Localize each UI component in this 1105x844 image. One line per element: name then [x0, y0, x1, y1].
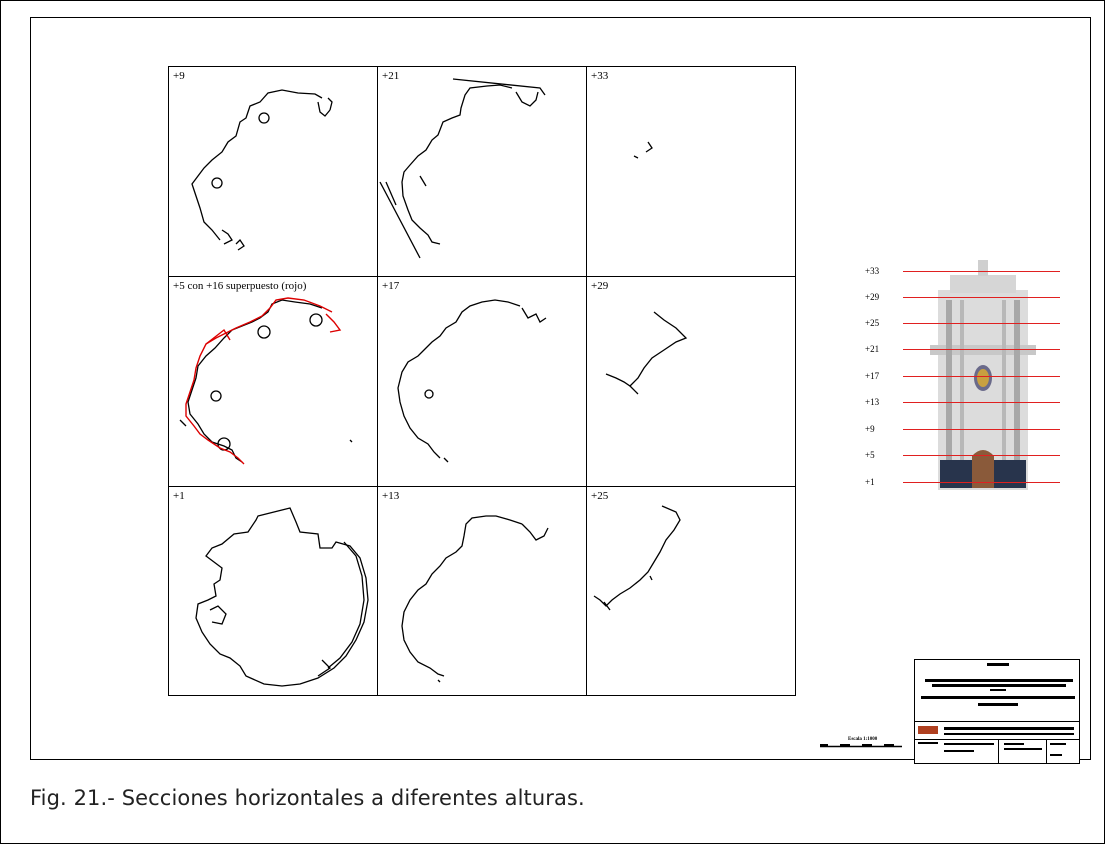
level-label-plus29: +29	[865, 292, 880, 302]
elevation-level-lines	[903, 271, 1060, 483]
section-plus33	[633, 141, 653, 159]
section-plus16-overlay	[185, 297, 342, 465]
section-grid	[168, 66, 796, 696]
cell-label-plus21: +21	[382, 70, 399, 82]
cell-label-plus17: +17	[382, 280, 400, 292]
cell-label-plus33: +33	[591, 70, 609, 82]
level-label-plus9: +9	[865, 424, 875, 434]
level-label-plus25: +25	[865, 318, 880, 328]
cell-label-plus1: +1	[173, 490, 185, 502]
figure-caption: Fig. 21.- Secciones horizontales a difer…	[30, 786, 585, 810]
cell-label-plus29: +29	[591, 280, 609, 292]
cell-label-plus9: +9	[173, 70, 185, 82]
drawing-sheet	[30, 17, 1091, 760]
section-plus21	[379, 78, 546, 259]
section-plus25	[593, 505, 681, 611]
level-label-plus33: +33	[865, 266, 880, 276]
level-label-plus1: +1	[865, 477, 875, 487]
section-plus9	[191, 89, 333, 251]
level-label-plus17: +17	[865, 371, 880, 381]
section-plus17	[397, 299, 547, 463]
cell-label-plus5-overlay: +5 con +16 superpuesto (rojo)	[173, 280, 307, 292]
title-block	[914, 659, 1080, 764]
section-plus1	[195, 507, 369, 687]
section-plus13	[401, 515, 549, 683]
level-label-plus21: +21	[865, 344, 879, 354]
scale-label: Escala 1:1000	[848, 737, 878, 742]
scale-bar: Escala 1:1000	[820, 737, 902, 748]
cell-label-plus25: +25	[591, 490, 609, 502]
cell-label-plus13: +13	[382, 490, 400, 502]
level-label-plus5: +5	[865, 450, 875, 460]
section-plus29	[605, 311, 688, 395]
level-label-plus13: +13	[865, 397, 880, 407]
